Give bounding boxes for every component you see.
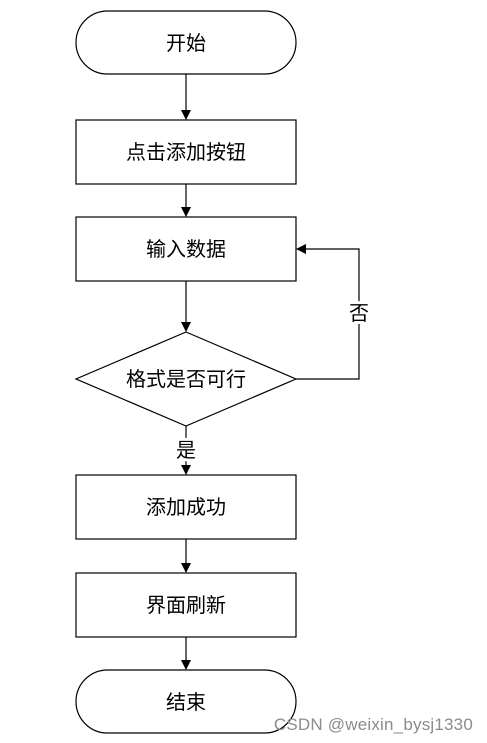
arrow-no-loop-to-input	[296, 244, 360, 380]
yes-label: 是	[176, 438, 196, 462]
end-label: 结束	[166, 690, 206, 714]
refresh-label: 界面刷新	[146, 593, 226, 617]
start-label: 开始	[166, 31, 206, 55]
add-success-label: 添加成功	[146, 495, 226, 519]
watermark: CSDN @weixin_bysj1330	[273, 715, 473, 734]
start-node: 开始	[75, 10, 297, 75]
input-data-node: 输入数据	[75, 216, 297, 282]
no-label: 否	[349, 301, 369, 325]
add-success-node: 添加成功	[75, 474, 297, 540]
format-check-label: 格式是否可行	[126, 367, 246, 391]
click-add-node: 点击添加按钮	[75, 119, 297, 185]
click-add-label: 点击添加按钮	[126, 140, 246, 164]
end-node: 结束	[75, 669, 297, 734]
input-data-label: 输入数据	[146, 237, 226, 261]
format-check-node: 格式是否可行	[74, 331, 298, 427]
refresh-node: 界面刷新	[75, 572, 297, 638]
